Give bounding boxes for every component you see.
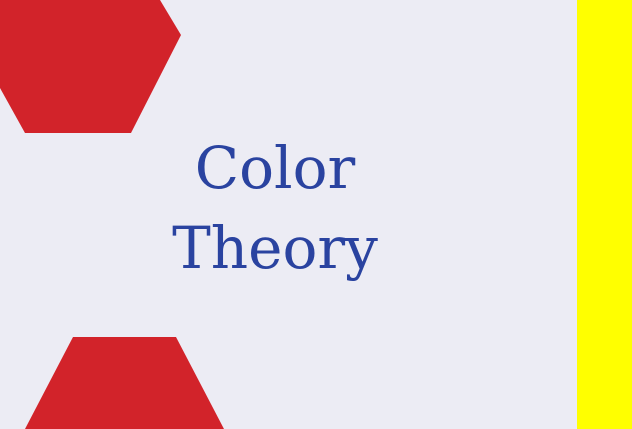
- top-red-hexagon: [0, 0, 181, 133]
- title-line-1: Color: [194, 134, 356, 202]
- yellow-side-bar: [577, 0, 632, 429]
- bottom-red-hexagon: [25, 337, 224, 429]
- title-line-2: Theory: [172, 214, 378, 282]
- slide-title: Color Theory: [150, 128, 400, 288]
